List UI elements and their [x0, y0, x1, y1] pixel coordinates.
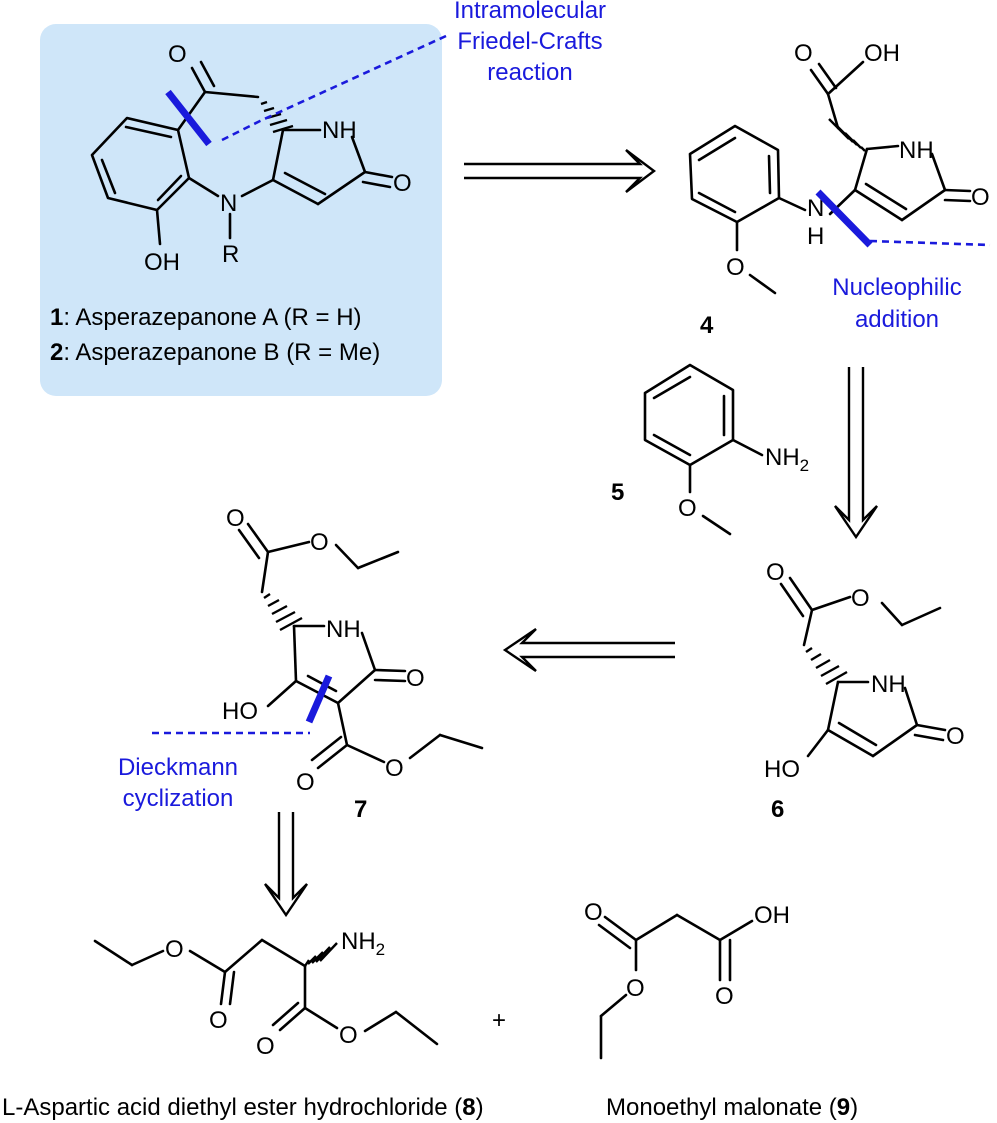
- retro-arrow-4-to-6: [834, 367, 878, 540]
- hashed-bond: [304, 942, 338, 967]
- hashed-bond: [263, 593, 303, 632]
- compound-1-2-structure: O NH O N R OH: [90, 34, 447, 276]
- annotation-line: Dieckmann: [118, 754, 238, 781]
- atom-NH: NH: [899, 137, 934, 164]
- atom-OH: OH: [144, 249, 180, 276]
- atom-O: O: [393, 170, 412, 197]
- hashed-bond: [805, 647, 848, 686]
- retro-arrow-6-to-7: [502, 628, 675, 672]
- compound-4-structure: O OH NH O N H O: [688, 40, 991, 295]
- atom-O: O: [209, 1007, 228, 1034]
- atom-OH: OH: [754, 902, 790, 929]
- atom-HO: HO: [764, 756, 800, 783]
- compound-7-structure: O O NH O HO O O: [152, 505, 484, 796]
- atom-O: O: [726, 254, 745, 281]
- atom-N: N: [807, 195, 824, 222]
- atom-O: O: [678, 495, 697, 522]
- annotation-line: Nucleophilic: [832, 274, 961, 301]
- compound-6-structure: O O NH O HO: [764, 559, 965, 783]
- annotation-line: Intramolecular: [454, 0, 606, 24]
- atom-NH: NH: [326, 616, 361, 643]
- compound-1-name: : Asperazepanone A (R = H): [63, 304, 361, 331]
- compound-8-name: L-Aspartic acid diethyl ester hydrochlor…: [2, 1094, 484, 1121]
- atom-O: O: [165, 936, 184, 963]
- atom-O: O: [406, 665, 425, 692]
- atom-O: O: [794, 40, 813, 67]
- nucleophilic-annotation: Nucleophilic addition: [832, 274, 961, 333]
- friedel-crafts-annotation: Intramolecular Friedel-Crafts reaction: [454, 0, 606, 86]
- atom-NH: NH: [871, 671, 906, 698]
- annotation-line: cyclization: [123, 785, 234, 812]
- atom-O: O: [626, 975, 645, 1002]
- svg-text:1: Asperazepanone A (R = H): 1: Asperazepanone A (R = H): [50, 304, 362, 331]
- compound-number-6: 6: [771, 796, 784, 823]
- retro-arrow-1-to-4: [464, 149, 656, 193]
- atom-O: O: [946, 723, 965, 750]
- atom-OH: OH: [864, 40, 900, 67]
- atom-O: O: [256, 1033, 275, 1060]
- retro-arrow-7-to-8-9: [264, 812, 308, 918]
- hashed-bond: [828, 118, 866, 152]
- compound-number-5: 5: [611, 479, 624, 506]
- atom-O: O: [715, 983, 734, 1010]
- atom-R: R: [222, 241, 239, 268]
- atom-NH2: NH2: [341, 928, 385, 959]
- svg-text:2: Asperazepanone B (R = Me): 2: Asperazepanone B (R = Me): [50, 339, 380, 366]
- atom-O: O: [584, 899, 603, 926]
- compound-number-4: 4: [700, 312, 714, 339]
- atom-O: O: [385, 755, 404, 782]
- compound-5-structure: NH2 O: [643, 363, 809, 536]
- compound-8-structure: O O NH2 O O: [93, 928, 439, 1060]
- atom-NH: NH: [322, 117, 357, 144]
- compound-number-1: 1: [50, 304, 63, 331]
- atom-O: O: [971, 184, 990, 211]
- compound-number-2: 2: [50, 339, 63, 366]
- annotation-line: Friedel-Crafts: [457, 28, 602, 55]
- atom-O: O: [766, 559, 785, 586]
- atom-O: O: [310, 529, 329, 556]
- atom-O: O: [339, 1022, 358, 1049]
- atom-NH2: NH2: [765, 444, 809, 475]
- atom-O: O: [168, 41, 187, 68]
- dieckmann-annotation: Dieckmann cyclization: [118, 754, 238, 812]
- compound-number-7: 7: [354, 796, 367, 823]
- compound-9-name: Monoethyl malonate (9): [606, 1094, 858, 1121]
- plus-sign: +: [492, 1007, 506, 1034]
- atom-O: O: [226, 505, 245, 532]
- atom-O: O: [296, 769, 315, 796]
- compound-9-structure: O OH O O: [584, 899, 790, 1060]
- compound-1-2-labels: 1: Asperazepanone A (R = H) 2: Asperazep…: [50, 304, 380, 366]
- annotation-line: reaction: [487, 59, 572, 86]
- atom-O: O: [851, 585, 870, 612]
- atom-H: H: [807, 223, 824, 250]
- atom-N: N: [220, 190, 237, 217]
- annotation-line: addition: [855, 306, 939, 333]
- target-highlight-box: [40, 24, 442, 396]
- atom-HO: HO: [222, 698, 258, 725]
- compound-2-name: : Asperazepanone B (R = Me): [63, 339, 380, 366]
